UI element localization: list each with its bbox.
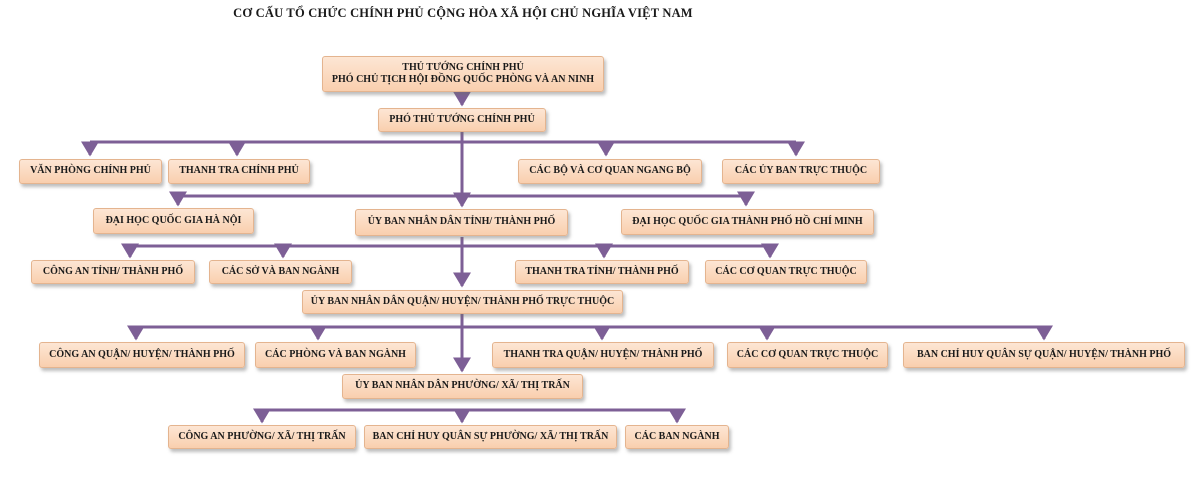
node-thu-tuong-line2: PHÓ CHỦ TỊCH HỘI ĐỒNG QUỐC PHÒNG VÀ AN N…	[331, 74, 595, 85]
node-thanh-tra-chinh-phu-label: THANH TRA CHÍNH PHỦ	[179, 165, 299, 177]
node-cong-an-phuong-label: CÔNG AN PHƯỜNG/ XÃ/ THỊ TRẤN	[178, 430, 346, 442]
node-cac-phong: CÁC PHÒNG VÀ BAN NGÀNH	[255, 342, 416, 368]
node-thanh-tra-chinh-phu: THANH TRA CHÍNH PHỦ	[168, 159, 310, 184]
node-ban-chi-huy-phuong: BAN CHỈ HUY QUÂN SỰ PHƯỜNG/ XÃ/ THỊ TRẤN	[364, 425, 617, 449]
node-ban-chi-huy-quan-label: BAN CHỈ HUY QUÂN SỰ QUẬN/ HUYỆN/ THÀNH P…	[916, 348, 1172, 360]
node-thanh-tra-quan: THANH TRA QUẬN/ HUYỆN/ THÀNH PHỐ	[492, 342, 714, 368]
node-dai-hoc-hcm: ĐẠI HỌC QUỐC GIA THÀNH PHỐ HỒ CHÍ MINH	[621, 209, 874, 235]
node-pho-thu-tuong: PHÓ THỦ TƯỚNG CHÍNH PHỦ	[378, 108, 546, 132]
node-co-quan-truc-thuoc-quan: CÁC CƠ QUAN TRỰC THUỘC	[727, 342, 888, 368]
node-dai-hoc-hcm-label: ĐẠI HỌC QUỐC GIA THÀNH PHỐ HỒ CHÍ MINH	[632, 215, 863, 227]
node-thanh-tra-quan-label: THANH TRA QUẬN/ HUYỆN/ THÀNH PHỐ	[503, 348, 703, 360]
node-cac-uy-ban-truc-thuoc-label: CÁC ỦY BAN TRỰC THUỘC	[734, 165, 868, 177]
node-thanh-tra-tinh-label: THANH TRA TỈNH/ THÀNH PHỐ	[525, 265, 679, 277]
node-thu-tuong-line1: THỦ TƯỚNG CHÍNH PHỦ	[402, 61, 524, 73]
node-ubnd-quan: ỦY BAN NHÂN DÂN QUẬN/ HUYỆN/ THÀNH PHỐ T…	[302, 290, 623, 314]
node-co-quan-truc-thuoc-tinh-label: CÁC CƠ QUAN TRỰC THUỘC	[715, 265, 857, 277]
node-ubnd-tinh-label: ỦY BAN NHÂN DÂN TỈNH/ THÀNH PHỐ	[367, 216, 556, 228]
node-cac-ban-nganh-label: CÁC BAN NGÀNH	[634, 430, 720, 442]
node-cac-bo: CÁC BỘ VÀ CƠ QUAN NGANG BỘ	[518, 159, 702, 184]
node-ubnd-phuong-label: ỦY BAN NHÂN DÂN PHƯỜNG/ XÃ/ THỊ TRẤN	[355, 380, 570, 392]
node-cong-an-quan: CÔNG AN QUẬN/ HUYỆN/ THÀNH PHỐ	[39, 342, 245, 368]
node-cong-an-phuong: CÔNG AN PHƯỜNG/ XÃ/ THỊ TRẤN	[168, 425, 356, 449]
node-ban-chi-huy-phuong-label: BAN CHỈ HUY QUÂN SỰ PHƯỜNG/ XÃ/ THỊ TRẤN	[372, 430, 609, 442]
node-ubnd-tinh: ỦY BAN NHÂN DÂN TỈNH/ THÀNH PHỐ	[355, 209, 568, 236]
node-dai-hoc-ha-noi-label: ĐẠI HỌC QUỐC GIA HÀ NỘI	[105, 214, 242, 226]
node-thu-tuong: THỦ TƯỚNG CHÍNH PHỦ PHÓ CHỦ TỊCH HỘI ĐỒN…	[322, 56, 604, 92]
chart-title: CƠ CẤU TỔ CHỨC CHÍNH PHỦ CỘNG HÒA XÃ HỘI…	[233, 6, 693, 20]
node-cac-uy-ban-truc-thuoc: CÁC ỦY BAN TRỰC THUỘC	[722, 159, 880, 184]
node-co-quan-truc-thuoc-tinh: CÁC CƠ QUAN TRỰC THUỘC	[705, 260, 867, 284]
node-cac-bo-label: CÁC BỘ VÀ CƠ QUAN NGANG BỘ	[529, 165, 691, 177]
node-cac-so-label: CÁC SỞ VÀ BAN NGÀNH	[221, 265, 340, 277]
node-cong-an-tinh-label: CÔNG AN TỈNH/ THÀNH PHỐ	[42, 265, 184, 277]
node-pho-thu-tuong-label: PHÓ THỦ TƯỚNG CHÍNH PHỦ	[389, 113, 535, 125]
node-dai-hoc-ha-noi: ĐẠI HỌC QUỐC GIA HÀ NỘI	[93, 208, 254, 234]
node-cong-an-tinh: CÔNG AN TỈNH/ THÀNH PHỐ	[31, 260, 195, 284]
node-ubnd-quan-label: ỦY BAN NHÂN DÂN QUẬN/ HUYỆN/ THÀNH PHỐ T…	[310, 295, 615, 307]
node-ban-chi-huy-quan: BAN CHỈ HUY QUÂN SỰ QUẬN/ HUYỆN/ THÀNH P…	[903, 342, 1185, 368]
node-cac-so: CÁC SỞ VÀ BAN NGÀNH	[209, 260, 352, 284]
node-cac-ban-nganh: CÁC BAN NGÀNH	[625, 425, 729, 449]
node-van-phong-chinh-phu-label: VĂN PHÒNG CHÍNH PHỦ	[30, 165, 151, 177]
node-cac-phong-label: CÁC PHÒNG VÀ BAN NGÀNH	[265, 348, 406, 360]
node-van-phong-chinh-phu: VĂN PHÒNG CHÍNH PHỦ	[19, 159, 162, 184]
node-thanh-tra-tinh: THANH TRA TỈNH/ THÀNH PHỐ	[515, 260, 689, 284]
node-co-quan-truc-thuoc-quan-label: CÁC CƠ QUAN TRỰC THUỘC	[736, 348, 879, 360]
node-cong-an-quan-label: CÔNG AN QUẬN/ HUYỆN/ THÀNH PHỐ	[49, 348, 235, 360]
node-ubnd-phuong: ỦY BAN NHÂN DÂN PHƯỜNG/ XÃ/ THỊ TRẤN	[342, 374, 583, 399]
